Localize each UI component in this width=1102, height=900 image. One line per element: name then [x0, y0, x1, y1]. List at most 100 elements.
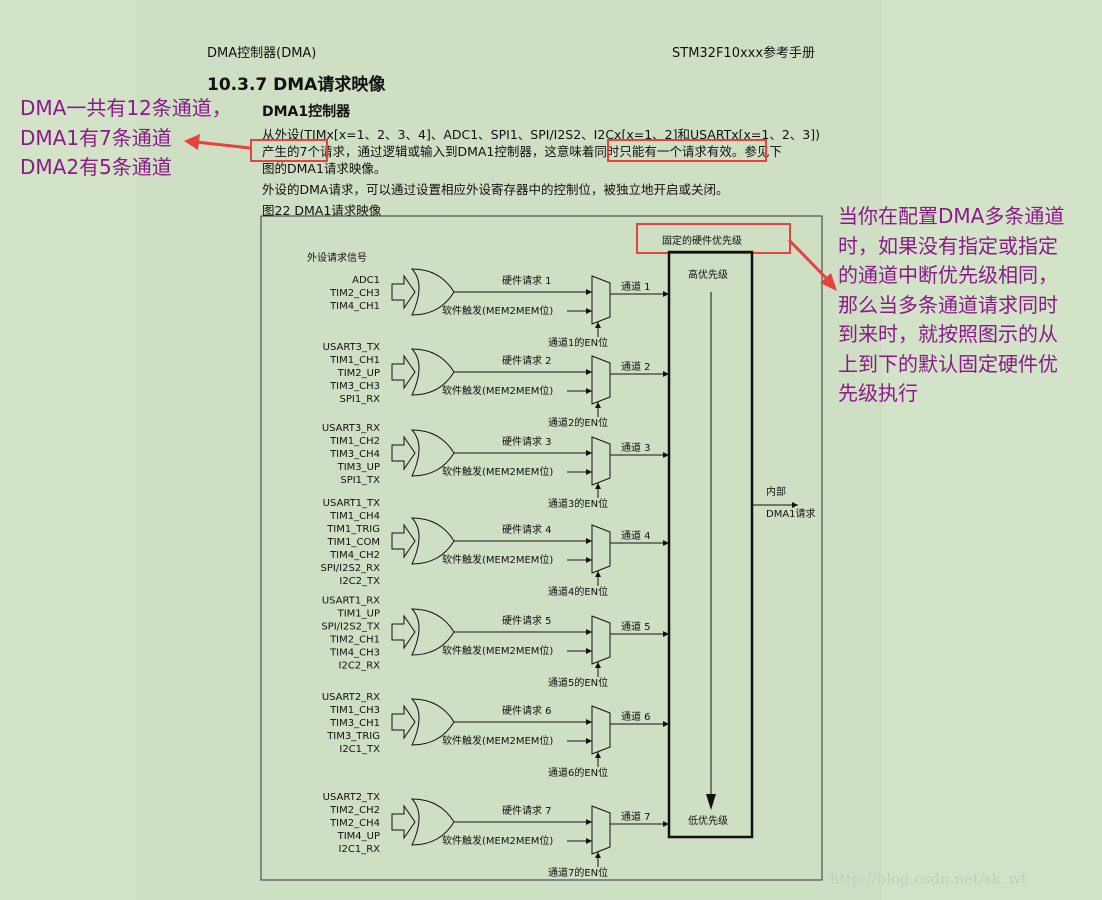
input-arrow-icon: [391, 354, 416, 390]
peripheral-signal: TIM1_CH1: [329, 355, 380, 366]
hardware-request-label: 硬件请求 3: [502, 435, 552, 448]
channel-enable-label: 通道3的EN位: [548, 497, 608, 510]
callout-arrowhead: [184, 134, 200, 150]
hardware-request-label: 硬件请求 1: [502, 274, 552, 287]
paragraph-line: 外设的DMA请求，可以通过设置相应外设寄存器中的控制位，被独立地开启或关闭。: [262, 182, 729, 197]
channel-enable-label: 通道1的EN位: [548, 336, 608, 349]
channel-enable-label: 通道7的EN位: [548, 866, 608, 879]
input-arrow-icon: [391, 274, 416, 310]
peripheral-signal: TIM1_CH4: [329, 511, 380, 522]
peripheral-signal: I2C1_TX: [339, 744, 380, 755]
or-gate-icon: [410, 429, 455, 477]
hardware-request-label: 硬件请求 6: [502, 704, 552, 717]
multiplexer-icon: [591, 275, 611, 325]
multiplexer-icon: [591, 615, 611, 665]
highlight-box: [250, 139, 328, 162]
peripheral-signal: USART1_RX: [322, 596, 380, 607]
software-trigger-label: 软件触发(MEM2MEM位): [442, 304, 553, 317]
input-arrow-icon: [391, 523, 416, 559]
low-priority-label: 低优先级: [688, 814, 728, 827]
annotation-line: 上到下的默认固定硬件优: [838, 351, 1058, 376]
peripheral-signal: TIM4_UP: [337, 831, 380, 842]
channel-enable-label: 通道2的EN位: [548, 416, 608, 429]
input-arrow-icon: [391, 435, 416, 471]
section-title: 10.3.7 DMA请求映像: [207, 75, 386, 95]
annotation-line: DMA1有7条通道: [20, 125, 172, 150]
software-trigger-label: 软件触发(MEM2MEM位): [442, 734, 553, 747]
peripheral-signal: TIM2_CH1: [329, 635, 380, 646]
peripheral-signal: TIM2_CH2: [329, 805, 380, 816]
callout-arrow-left: [195, 140, 251, 150]
output-label-2: DMA1请求: [766, 507, 816, 520]
peripheral-signal: TIM4_CH3: [329, 648, 380, 659]
software-trigger-label: 软件触发(MEM2MEM位): [442, 834, 553, 847]
peripheral-signal: TIM3_CH4: [329, 449, 380, 460]
channel-enable-label: 通道6的EN位: [548, 766, 608, 779]
signals-title: 外设请求信号: [307, 251, 367, 264]
annotation-line: 那么当多条通道请求同时: [838, 292, 1058, 317]
peripheral-signal: ADC1: [352, 275, 380, 286]
peripheral-signal: SPI1_RX: [340, 394, 381, 405]
annotation-line: 当你在配置DMA多条通道: [838, 204, 1065, 228]
hardware-request-label: 硬件请求 7: [502, 804, 552, 817]
hardware-request-label: 硬件请求 2: [502, 354, 552, 367]
peripheral-signal: TIM4_CH1: [329, 301, 380, 312]
peripheral-signal: SPI/I2S2_RX: [320, 563, 380, 574]
hardware-request-label: 硬件请求 4: [502, 523, 552, 536]
peripheral-signal: I2C2_TX: [339, 576, 380, 587]
software-trigger-label: 软件触发(MEM2MEM位): [442, 384, 553, 397]
multiplexer-icon: [591, 805, 611, 855]
peripheral-signal: TIM2_CH4: [329, 818, 380, 829]
peripheral-signal: TIM2_UP: [337, 368, 380, 379]
paragraph-line: 图的DMA1请求映像。: [262, 161, 387, 176]
header-left: DMA控制器(DMA): [207, 46, 317, 61]
header-right: STM32F10xxx参考手册: [672, 46, 816, 61]
annotation-line: 时，如果没有指定或指定: [838, 233, 1058, 258]
fixed-priority-label: 固定的硬件优先级: [662, 234, 742, 247]
peripheral-signal: I2C1_RX: [339, 844, 381, 855]
channel-label: 通道 4: [621, 529, 651, 542]
priority-arrowhead: [706, 794, 716, 810]
channel-enable-label: 通道5的EN位: [548, 676, 608, 689]
peripheral-signal: SPI1_TX: [340, 475, 380, 486]
channel-label: 通道 5: [621, 620, 651, 633]
or-gate-icon: [410, 268, 455, 316]
multiplexer-icon: [591, 705, 611, 755]
channel-label: 通道 3: [621, 441, 651, 454]
watermark: http://blog.csdn.net/sk_wt: [830, 870, 1028, 888]
output-label-1: 内部: [766, 485, 786, 498]
peripheral-signal: USART3_RX: [322, 423, 380, 434]
peripheral-signal: TIM2_CH3: [329, 288, 380, 299]
annotation-line: DMA2有5条通道: [20, 155, 172, 179]
high-priority-label: 高优先级: [688, 268, 728, 281]
or-gate-icon: [410, 798, 455, 846]
peripheral-signal: TIM3_CH1: [329, 718, 380, 729]
annotation-line: 到来时，就按照图示的从: [838, 322, 1058, 346]
peripheral-signal: USART2_TX: [323, 792, 380, 803]
multiplexer-icon: [591, 355, 611, 405]
input-arrow-icon: [391, 804, 416, 840]
channel-label: 通道 6: [621, 710, 651, 723]
peripheral-signal: TIM3_CH3: [329, 381, 380, 392]
multiplexer-icon: [591, 436, 611, 486]
highlight-box: [607, 139, 767, 162]
figure-caption: 图22 DMA1请求映像: [262, 203, 382, 218]
annotation-line: 的通道中断优先级相同，: [838, 263, 1058, 287]
peripheral-signal: TIM1_TRIG: [326, 524, 380, 535]
paragraph-line: 从外设(TIMx[x=1、2、3、4]、ADC1、SPI1、SPI/I2S2、I…: [262, 127, 821, 142]
priority-box: [667, 250, 754, 839]
annotation-line: DMA一共有12条通道，: [20, 96, 232, 120]
multiplexer-icon: [591, 524, 611, 574]
channel-enable-label: 通道4的EN位: [548, 585, 608, 598]
channel-label: 通道 2: [621, 360, 651, 373]
input-arrow-icon: [391, 614, 416, 650]
channel-label: 通道 7: [621, 810, 651, 823]
peripheral-signal: TIM1_CH2: [329, 436, 380, 447]
peripheral-signal: TIM4_CH2: [329, 550, 380, 561]
peripheral-signal: TIM1_CH3: [329, 705, 380, 716]
or-gate-icon: [410, 348, 455, 396]
paragraph-line: 产生的7个请求，通过逻辑或输入到DMA1控制器，这意味着同时只能有一个请求有效。…: [262, 144, 782, 159]
input-arrow-icon: [391, 704, 416, 740]
peripheral-signal: USART2_RX: [322, 692, 380, 703]
